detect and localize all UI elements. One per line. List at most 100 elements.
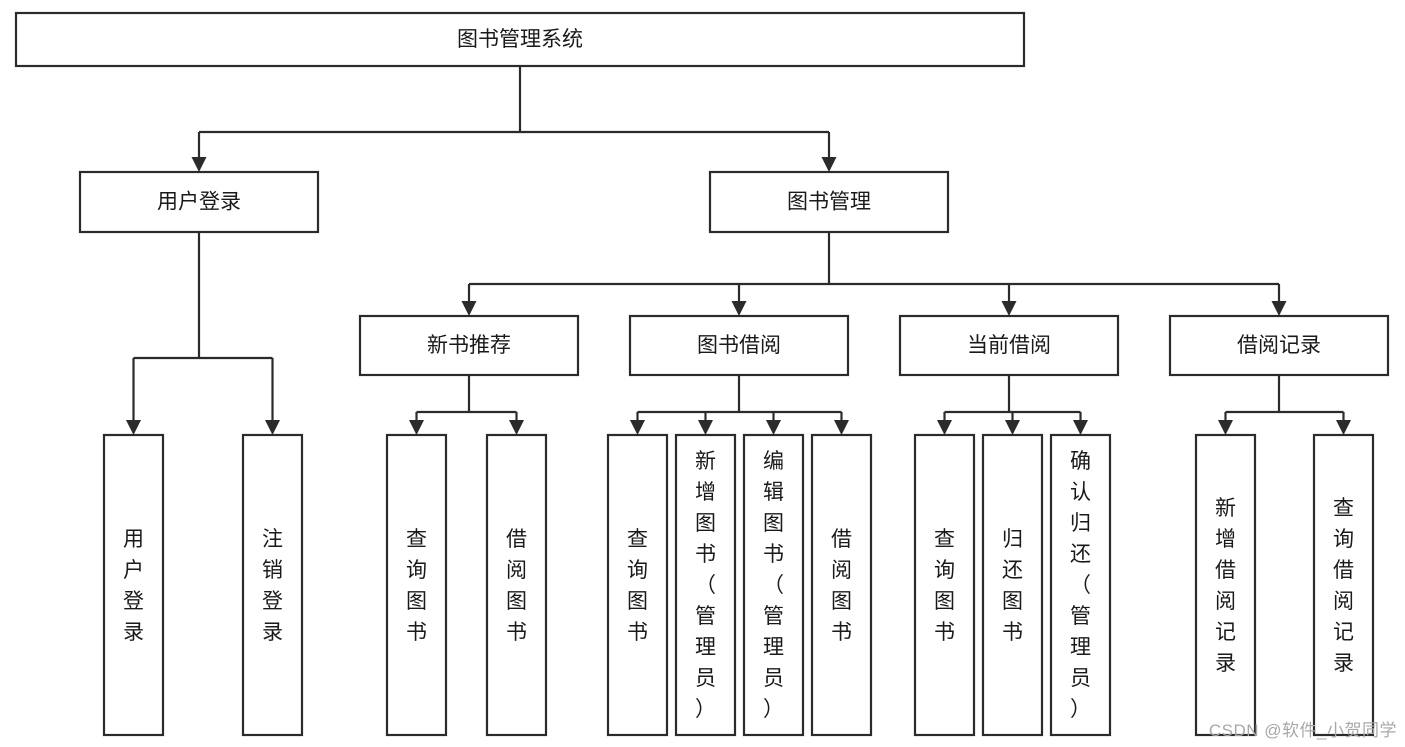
node-label-char-leaf-borrow-book-brw: 书 [831, 621, 852, 644]
node-label-char-leaf-add-borrow-record: 记 [1215, 621, 1236, 644]
node-label-char-leaf-confirm-return-admin: 确 [1070, 450, 1091, 473]
node-book-manage[interactable]: 图书管理 [708, 170, 950, 234]
arrow-head-icon [834, 420, 849, 435]
node-label-char-leaf-add-borrow-record: 增 [1215, 528, 1236, 551]
node-label-char-leaf-add-book-admin: ） [695, 698, 716, 721]
node-label-char-leaf-query-borrow-record: 借 [1333, 559, 1354, 582]
edge-group-root [191, 66, 837, 172]
node-label-char-leaf-add-book-admin: 增 [695, 481, 716, 504]
node-label-char-leaf-add-book-admin: 员 [695, 667, 716, 690]
arrow-head-icon [265, 420, 280, 435]
node-label-char-leaf-add-borrow-record: 阅 [1215, 590, 1236, 613]
node-label-char-leaf-user-login: 用 [123, 528, 144, 551]
node-new-book-recommend[interactable]: 新书推荐 [358, 314, 580, 377]
node-label-char-leaf-edit-book-admin: （ [763, 574, 784, 597]
node-box-leaf-return-book [981, 433, 1044, 737]
node-label-char-leaf-confirm-return-admin: 员 [1070, 667, 1091, 690]
node-label-char-leaf-add-book-admin: 新 [695, 450, 716, 473]
arrow-head-icon [1001, 301, 1017, 316]
node-root[interactable]: 图书管理系统 [14, 11, 1026, 68]
node-user-login[interactable]: 用户登录 [78, 170, 320, 234]
edge-group-book-borrow [630, 375, 849, 435]
arrow-head-icon [461, 301, 477, 316]
node-box-current-borrow [898, 314, 1120, 377]
node-label-char-leaf-query-book-cur: 书 [934, 621, 955, 644]
node-label-char-leaf-query-book-cur: 图 [934, 590, 955, 613]
csdn-watermark: CSDN @软件_小贺同学 [1208, 721, 1397, 740]
node-box-leaf-user-logout [241, 433, 304, 737]
node-label-book-manage: 图书管理 [787, 191, 871, 214]
node-label-char-leaf-add-book-admin: 管 [695, 605, 716, 628]
node-leaf-user-login[interactable]: 用户登录 [102, 433, 165, 737]
node-box-leaf-query-borrow-record [1312, 433, 1375, 737]
node-label-char-leaf-query-book-rec: 查 [406, 528, 427, 551]
arrow-head-icon [509, 420, 524, 435]
node-label-char-leaf-borrow-book-rec: 借 [506, 528, 527, 551]
node-label-char-leaf-confirm-return-admin: （ [1070, 574, 1091, 597]
node-label-char-leaf-query-book-brw: 询 [627, 559, 648, 582]
node-box-leaf-query-book-brw [606, 433, 669, 737]
node-label-char-leaf-add-book-admin: （ [695, 574, 716, 597]
node-label-char-leaf-add-borrow-record: 录 [1215, 652, 1236, 675]
node-label-char-leaf-query-book-rec: 询 [406, 559, 427, 582]
arrow-head-icon [766, 420, 781, 435]
node-label-char-leaf-user-login: 登 [123, 590, 144, 613]
node-label-char-leaf-borrow-book-brw: 借 [831, 528, 852, 551]
node-label-char-leaf-edit-book-admin: 图 [763, 512, 784, 535]
arrow-head-icon [630, 420, 645, 435]
nodes-layer: 图书管理系统用户登录图书管理新书推荐图书借阅当前借阅借阅记录用户登录注销登录查询… [14, 11, 1390, 737]
node-label-char-leaf-edit-book-admin: 员 [763, 667, 784, 690]
node-label-char-leaf-return-book: 还 [1002, 559, 1023, 582]
node-label-char-leaf-edit-book-admin: ） [763, 698, 784, 721]
node-label-char-leaf-return-book: 归 [1002, 528, 1023, 551]
edge-group-new-book-recommend [409, 375, 524, 435]
node-label-char-leaf-confirm-return-admin: 还 [1070, 543, 1091, 566]
arrow-head-icon [191, 157, 207, 172]
node-box-leaf-add-book-admin [674, 433, 737, 737]
node-label-char-leaf-edit-book-admin: 书 [763, 543, 784, 566]
node-label-char-leaf-edit-book-admin: 理 [763, 636, 784, 659]
node-label-char-leaf-user-logout: 录 [262, 621, 283, 644]
node-box-leaf-edit-book-admin [742, 433, 805, 737]
node-label-char-leaf-add-book-admin: 书 [695, 543, 716, 566]
node-box-leaf-confirm-return-admin [1049, 433, 1112, 737]
node-label-user-login: 用户登录 [157, 191, 241, 214]
arrow-head-icon [126, 420, 141, 435]
node-label-char-leaf-user-login: 户 [123, 559, 144, 582]
node-label-char-leaf-query-borrow-record: 记 [1333, 621, 1354, 644]
arrow-head-icon [1005, 420, 1020, 435]
node-label-root: 图书管理系统 [457, 28, 583, 51]
arrow-head-icon [1336, 420, 1351, 435]
node-box-leaf-user-login [102, 433, 165, 737]
node-label-char-leaf-borrow-book-brw: 阅 [831, 559, 852, 582]
node-label-current-borrow: 当前借阅 [967, 334, 1051, 357]
node-box-book-borrow [628, 314, 850, 377]
node-label-char-leaf-query-borrow-record: 查 [1333, 497, 1354, 520]
node-label-char-leaf-confirm-return-admin: 管 [1070, 605, 1091, 628]
node-current-borrow[interactable]: 当前借阅 [898, 314, 1120, 377]
node-label-char-leaf-borrow-book-brw: 图 [831, 590, 852, 613]
node-label-char-leaf-confirm-return-admin: ） [1070, 698, 1091, 721]
node-box-book-manage [708, 170, 950, 234]
node-borrow-records[interactable]: 借阅记录 [1168, 314, 1390, 377]
node-label-char-leaf-query-book-cur: 查 [934, 528, 955, 551]
node-box-leaf-borrow-book-rec [485, 433, 548, 737]
node-label-char-leaf-borrow-book-rec: 阅 [506, 559, 527, 582]
node-book-borrow[interactable]: 图书借阅 [628, 314, 850, 377]
node-label-char-leaf-add-borrow-record: 借 [1215, 559, 1236, 582]
node-box-leaf-query-book-rec [385, 433, 448, 737]
arrow-head-icon [821, 157, 837, 172]
